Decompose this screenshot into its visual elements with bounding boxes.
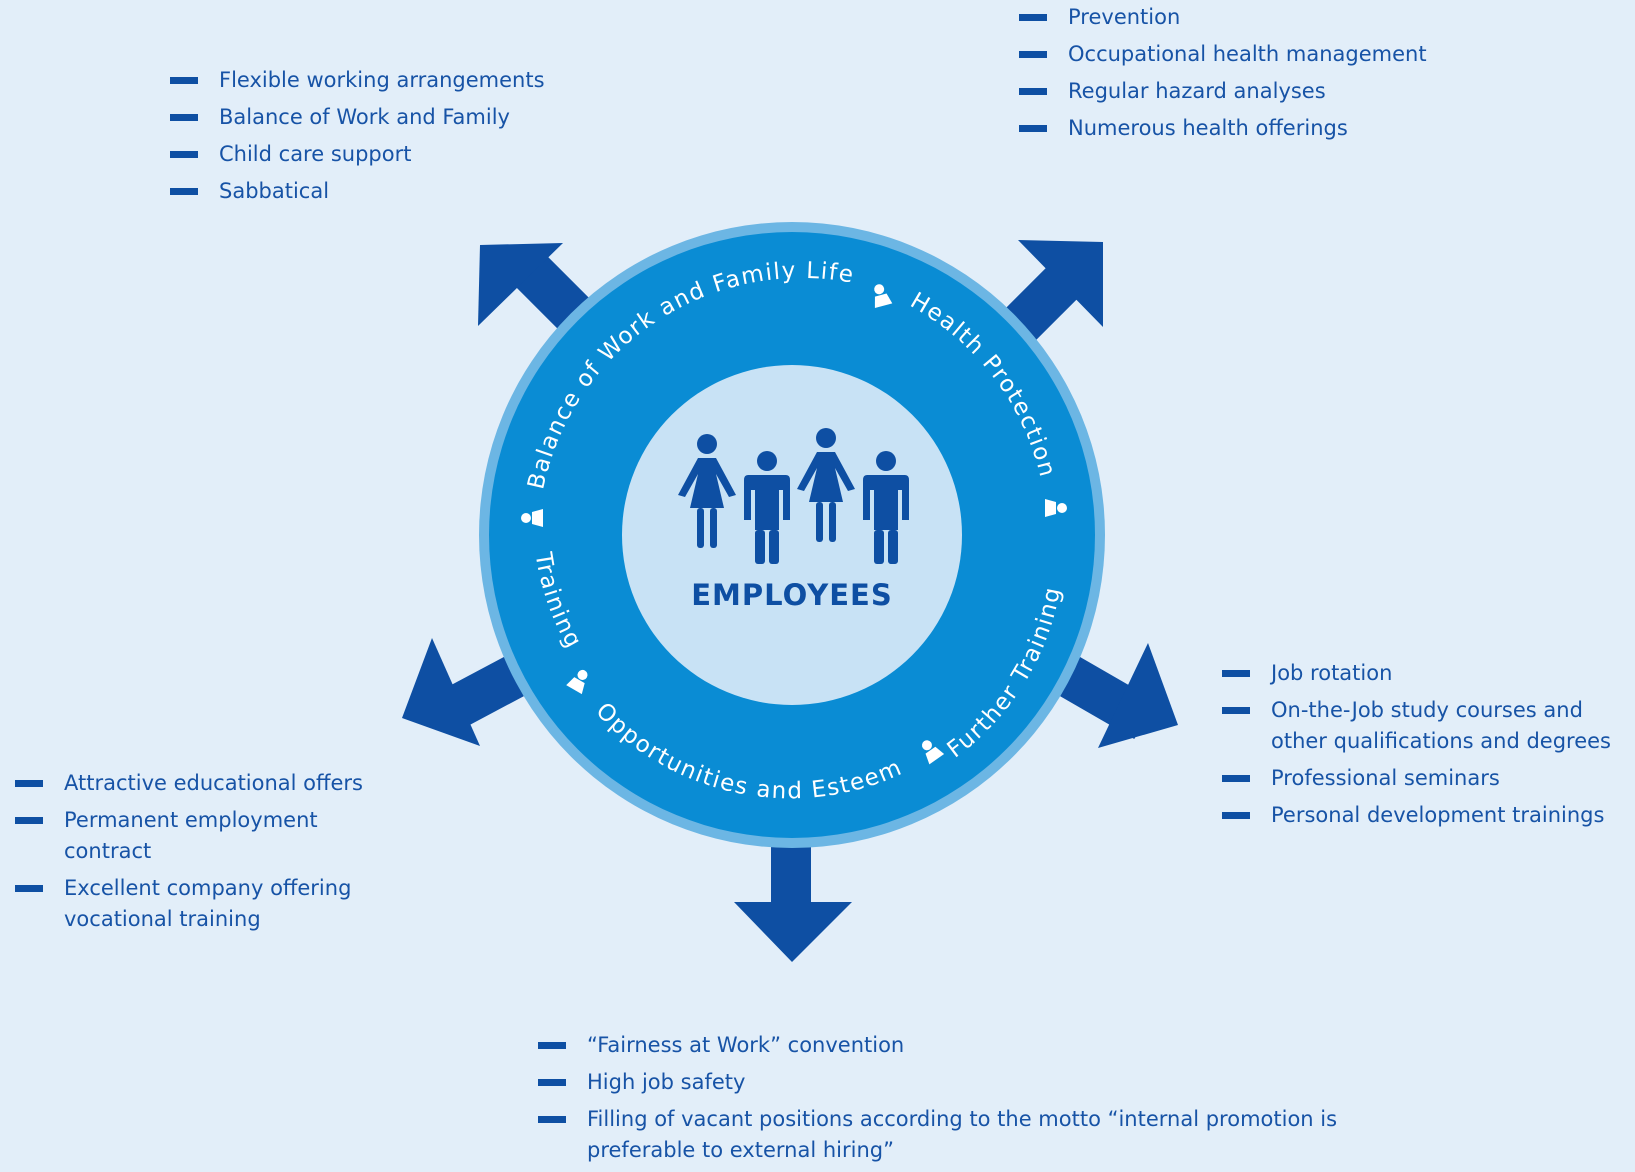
man-figure-icon <box>744 451 790 564</box>
person-separator-icon <box>1045 499 1067 517</box>
list-item-text: Personal development trainings <box>1271 803 1605 827</box>
list-item: High job safety <box>538 1067 1338 1098</box>
list-item-text: High job safety <box>587 1070 746 1094</box>
man-figure-icon <box>863 451 909 564</box>
list-item: Attractive educational offers <box>15 768 405 799</box>
dash-bullet-icon <box>1019 51 1047 58</box>
health-list: Prevention Occupational health managemen… <box>1019 2 1427 150</box>
further-training-list: Job rotation On-the-Job study courses an… <box>1222 658 1627 837</box>
list-item: Occupational health management <box>1019 39 1427 70</box>
dash-bullet-icon <box>1222 812 1250 819</box>
arrow-down <box>734 832 852 962</box>
list-item-text: Regular hazard analyses <box>1068 79 1326 103</box>
list-item: Prevention <box>1019 2 1427 33</box>
employees-group-icon <box>678 428 909 564</box>
list-item: Personal development trainings <box>1222 800 1627 831</box>
list-item-text: Attractive educational offers <box>64 771 363 795</box>
dash-bullet-icon <box>1019 125 1047 132</box>
list-item: Excellent company offering vocational tr… <box>15 873 405 935</box>
dash-bullet-icon <box>538 1079 566 1086</box>
list-item: On-the-Job study courses and other quali… <box>1222 695 1627 757</box>
list-item: Filling of vacant positions according to… <box>538 1104 1338 1166</box>
dash-bullet-icon <box>170 151 198 158</box>
list-item-text: Sabbatical <box>219 179 330 203</box>
woman-figure-icon <box>678 434 736 548</box>
list-item-text: “Fairness at Work” convention <box>587 1033 905 1057</box>
dash-bullet-icon <box>15 780 43 787</box>
inner-circle <box>622 365 962 705</box>
dash-bullet-icon <box>170 114 198 121</box>
person-separator-icon <box>921 740 945 765</box>
opportunities-list: “Fairness at Work” convention High job s… <box>538 1030 1338 1172</box>
list-item-text: Balance of Work and Family <box>219 105 510 129</box>
list-item-text: Flexible working arrangements <box>219 68 545 92</box>
list-item: Flexible working arrangements <box>170 65 545 96</box>
list-item-text: Permanent employment contract <box>64 808 318 863</box>
list-item-text: Professional seminars <box>1271 766 1500 790</box>
person-separator-icon <box>566 669 588 695</box>
list-item-text: Occupational health management <box>1068 42 1427 66</box>
list-item: Balance of Work and Family <box>170 102 545 133</box>
dash-bullet-icon <box>170 77 198 84</box>
work-family-list: Flexible working arrangements Balance of… <box>170 65 545 213</box>
list-item: Numerous health offerings <box>1019 113 1427 144</box>
list-item-text: Excellent company offering vocational tr… <box>64 876 352 931</box>
list-item: Sabbatical <box>170 176 545 207</box>
list-item-text: Numerous health offerings <box>1068 116 1348 140</box>
dash-bullet-icon <box>538 1116 566 1123</box>
dash-bullet-icon <box>1222 707 1250 714</box>
list-item: “Fairness at Work” convention <box>538 1030 1338 1061</box>
training-list: Attractive educational offers Permanent … <box>15 768 405 941</box>
list-item-text: Job rotation <box>1271 661 1393 685</box>
dash-bullet-icon <box>15 817 43 824</box>
dash-bullet-icon <box>170 188 198 195</box>
list-item-text: Child care support <box>219 142 412 166</box>
woman-figure-icon <box>797 428 855 542</box>
dash-bullet-icon <box>15 885 43 892</box>
dash-bullet-icon <box>1019 88 1047 95</box>
person-separator-icon <box>521 509 543 527</box>
dash-bullet-icon <box>1222 775 1250 782</box>
center-label: EMPLOYEES <box>691 578 893 612</box>
list-item: Child care support <box>170 139 545 170</box>
list-item-text: Prevention <box>1068 5 1181 29</box>
dash-bullet-icon <box>1019 14 1047 21</box>
person-separator-icon <box>874 284 893 308</box>
list-item: Professional seminars <box>1222 763 1627 794</box>
list-item-text: Filling of vacant positions according to… <box>587 1107 1338 1162</box>
list-item: Permanent employment contract <box>15 805 405 867</box>
list-item: Regular hazard analyses <box>1019 76 1427 107</box>
dash-bullet-icon <box>1222 670 1250 677</box>
list-item-text: On-the-Job study courses and other quali… <box>1271 698 1611 753</box>
list-item: Job rotation <box>1222 658 1627 689</box>
dash-bullet-icon <box>538 1042 566 1049</box>
